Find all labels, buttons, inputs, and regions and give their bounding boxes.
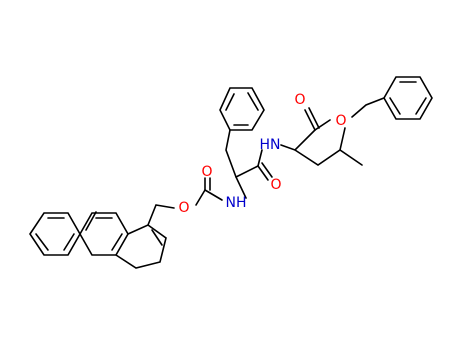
atom-o-carbamate-carbonyl: O	[201, 164, 212, 180]
phe-alpha	[234, 165, 259, 199]
benzyl-ch2	[351, 97, 385, 118]
atom-o-amide: O	[270, 177, 281, 193]
leu-alpha	[280, 129, 316, 151]
atom-nh-carbamate: NH	[226, 195, 247, 211]
atom-o-carbamate-ester: O	[178, 200, 189, 216]
ester-co-1	[304, 109, 316, 131]
phe-benzene	[219, 87, 265, 131]
naphthalene-ring-mid-double	[85, 211, 123, 251]
cyclopentene-double	[151, 229, 163, 246]
atom-hn-amide: HN	[260, 137, 281, 153]
naphthalene-ring-left	[29, 212, 81, 256]
benzyl-benzene-double	[389, 81, 427, 115]
ester-co-2	[308, 107, 320, 129]
atom-labels: O O NH O HN O O	[178, 92, 346, 216]
benzyl-benzene	[383, 76, 433, 120]
ch2-link	[147, 204, 175, 226]
amide-co-2	[261, 162, 273, 178]
leu-methyl	[339, 127, 346, 151]
phe-sidechain	[225, 129, 237, 178]
phe-benzene-double	[225, 92, 259, 126]
bonds	[29, 76, 433, 269]
atom-o-ester-carbonyl: O	[294, 92, 305, 108]
cyclopentene-ring	[115, 224, 167, 269]
o-to-carbamate-c	[195, 189, 206, 206]
ester-c-o	[314, 119, 331, 131]
amide-c-n	[257, 149, 263, 167]
leu-sidechain	[294, 149, 363, 166]
carbamate-c-n	[204, 189, 223, 201]
amide-co-1	[257, 165, 269, 181]
atom-o-ester: O	[335, 113, 346, 129]
naphthalene-ring-mid	[79, 212, 129, 256]
naphthalene-ring-left-double	[35, 217, 75, 251]
